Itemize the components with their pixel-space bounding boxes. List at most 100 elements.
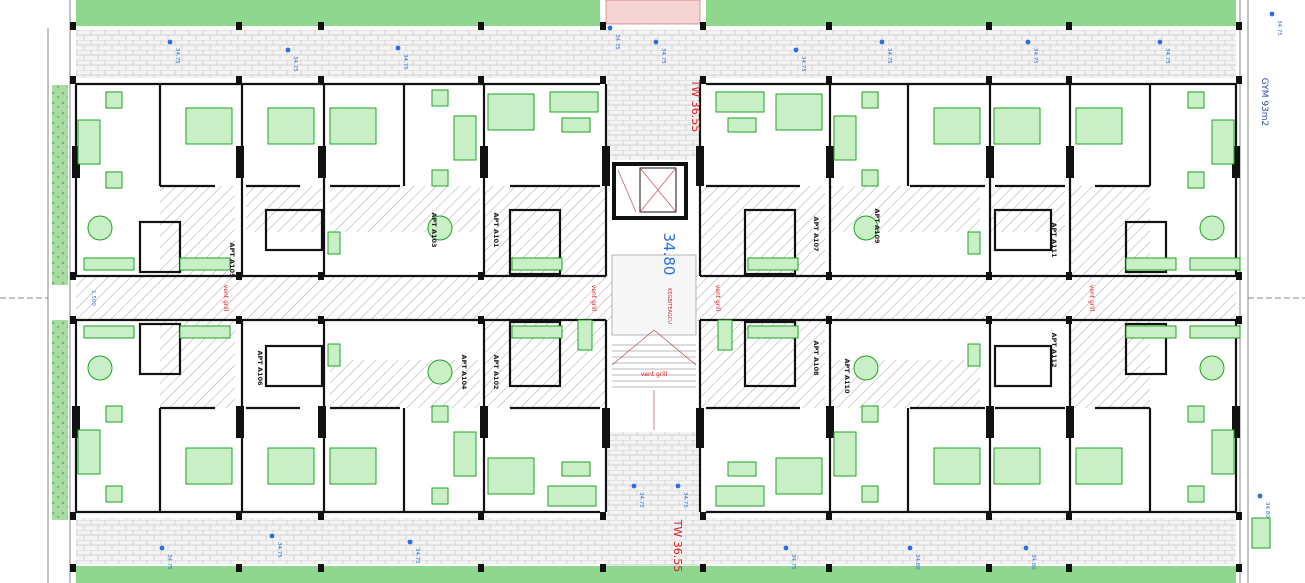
apt-label: APT A107 — [812, 216, 820, 251]
spot-level-label: 34.75 — [174, 48, 180, 64]
bed-icon — [1075, 447, 1123, 485]
armchair-icon — [861, 405, 879, 423]
bed-icon — [267, 107, 315, 145]
bed-icon — [775, 93, 823, 131]
sofa-icon — [77, 119, 101, 165]
bed-icon — [993, 107, 1041, 145]
spot-level-label: 34.75 — [614, 34, 620, 50]
sofa-icon — [547, 485, 597, 507]
bed-icon — [267, 447, 315, 485]
bed-icon — [1075, 107, 1123, 145]
sofa-icon — [833, 431, 857, 477]
structural-columns — [70, 22, 1242, 572]
bed-icon — [185, 107, 233, 145]
spot-levels: 34.75 34.75 34.75 34.75 34.75 34.75 34.75 34.75… — [159, 11, 1282, 570]
armchair-icon — [1187, 485, 1205, 503]
wheelchair-icon — [577, 319, 593, 351]
spot-level-marker — [879, 39, 885, 45]
kitchen-counter-icon — [747, 257, 799, 271]
kitchen-counter-icon — [747, 325, 799, 339]
spot-level-label: 34.75 — [638, 492, 644, 508]
spot-level-marker — [167, 39, 173, 45]
vent-grill-label: vent grill — [222, 285, 229, 312]
spot-level-marker — [269, 533, 275, 539]
spot-level-label: 34.80 — [1030, 554, 1036, 570]
armchair-icon — [105, 485, 123, 503]
spot-level-label: 34.75 — [414, 548, 420, 564]
sofa-icon — [715, 91, 765, 113]
armchair-icon — [1187, 405, 1205, 423]
spot-level-marker — [1257, 493, 1263, 499]
spot-level-label: 34.75 — [1032, 48, 1038, 64]
wheelchair-icon — [717, 319, 733, 351]
spot-level-label: 34.75 — [682, 492, 688, 508]
apt-label: APT A110 — [843, 358, 851, 394]
sofa-icon — [833, 115, 857, 161]
spot-level-label: 34.75 — [800, 56, 806, 72]
bed-icon — [329, 107, 377, 145]
spot-level-label: 34.75 — [276, 542, 282, 558]
apt-label: APT A105 — [228, 242, 236, 278]
spot-level-marker — [631, 483, 637, 489]
kitchen-counter-icon — [83, 325, 135, 339]
armchair-icon — [431, 405, 449, 423]
spot-level-marker — [285, 47, 291, 53]
coffee-table-icon — [561, 117, 591, 133]
spot-level-marker — [1023, 545, 1029, 551]
wardrobe-icon — [967, 231, 981, 255]
balconies — [76, 30, 1236, 566]
apt-label: APT A106 — [256, 350, 264, 386]
spot-level-label: 34.75 — [402, 54, 408, 70]
spot-level-marker — [407, 539, 413, 545]
apt-label: APT A108 — [812, 340, 820, 376]
armchair-icon — [861, 485, 879, 503]
corridor-width-dimension: 1.500 — [90, 290, 96, 306]
armchair-icon — [1187, 91, 1205, 109]
sofa-icon — [715, 485, 765, 507]
sofa-icon — [1211, 429, 1235, 475]
lift-core — [612, 162, 688, 220]
spot-level-label: 34.80 — [914, 554, 920, 570]
vent-grill-stair-label: vent grill — [641, 371, 668, 378]
armchair-icon — [431, 169, 449, 187]
spot-level-label: 34.75 — [886, 48, 892, 64]
bed-icon — [185, 447, 233, 485]
spot-level-marker — [1157, 39, 1163, 45]
walls — [74, 82, 1238, 514]
tw-level-bottom: TW 36.55 — [671, 519, 684, 573]
wardrobe-icon — [327, 231, 341, 255]
kitchen-counter-icon — [511, 325, 563, 339]
armchair-icon — [861, 91, 879, 109]
armchair-icon — [105, 171, 123, 189]
bed-icon — [775, 457, 823, 495]
landscape-areas — [52, 0, 1236, 583]
sofa-icon — [453, 431, 477, 477]
spot-level-label: 34.80 — [1264, 502, 1270, 518]
armchair-icon — [431, 487, 449, 505]
spot-level-marker — [159, 545, 165, 551]
kitchen-counter-icon — [179, 325, 231, 339]
spot-level-marker — [675, 483, 681, 489]
apt-label: APT A109 — [873, 208, 881, 244]
apt-label: APT A111 — [1050, 222, 1058, 258]
apt-label: APT A112 — [1050, 332, 1058, 367]
apt-label: APT A101 — [492, 212, 500, 248]
dining-table-icon — [427, 215, 453, 241]
stair-note: KEGBITEAGCU — [666, 288, 672, 324]
spot-level-label: 34.75 — [790, 554, 796, 570]
bed-icon — [487, 93, 535, 131]
apt-label: APT A104 — [460, 354, 468, 390]
spot-level-marker — [793, 47, 799, 53]
dining-table-icon — [853, 215, 879, 241]
dining-table-icon — [853, 355, 879, 381]
armchair-icon — [1187, 171, 1205, 189]
spot-level-marker — [1269, 11, 1275, 17]
spot-level-marker — [907, 545, 913, 551]
dining-table-icon — [87, 215, 113, 241]
armchair-icon — [861, 169, 879, 187]
spot-level-marker — [395, 45, 401, 51]
bed-icon — [993, 447, 1041, 485]
furniture — [77, 89, 1271, 549]
wall-piers — [72, 146, 1240, 448]
